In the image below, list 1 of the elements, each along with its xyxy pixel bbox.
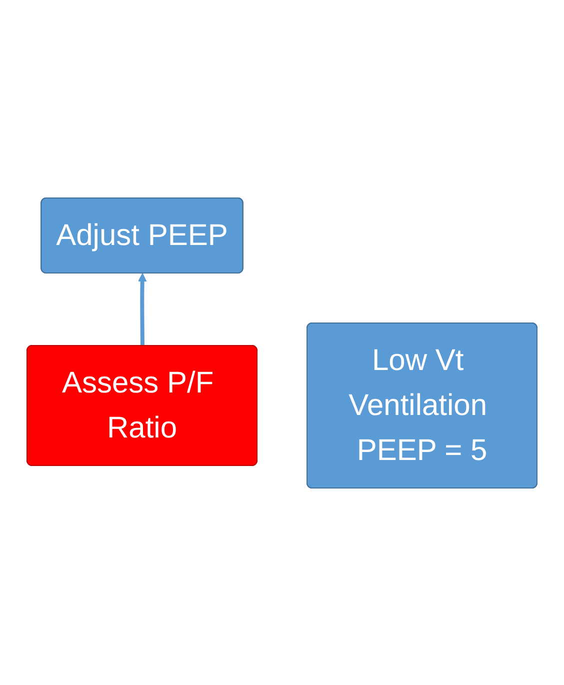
arrow <box>138 272 147 346</box>
